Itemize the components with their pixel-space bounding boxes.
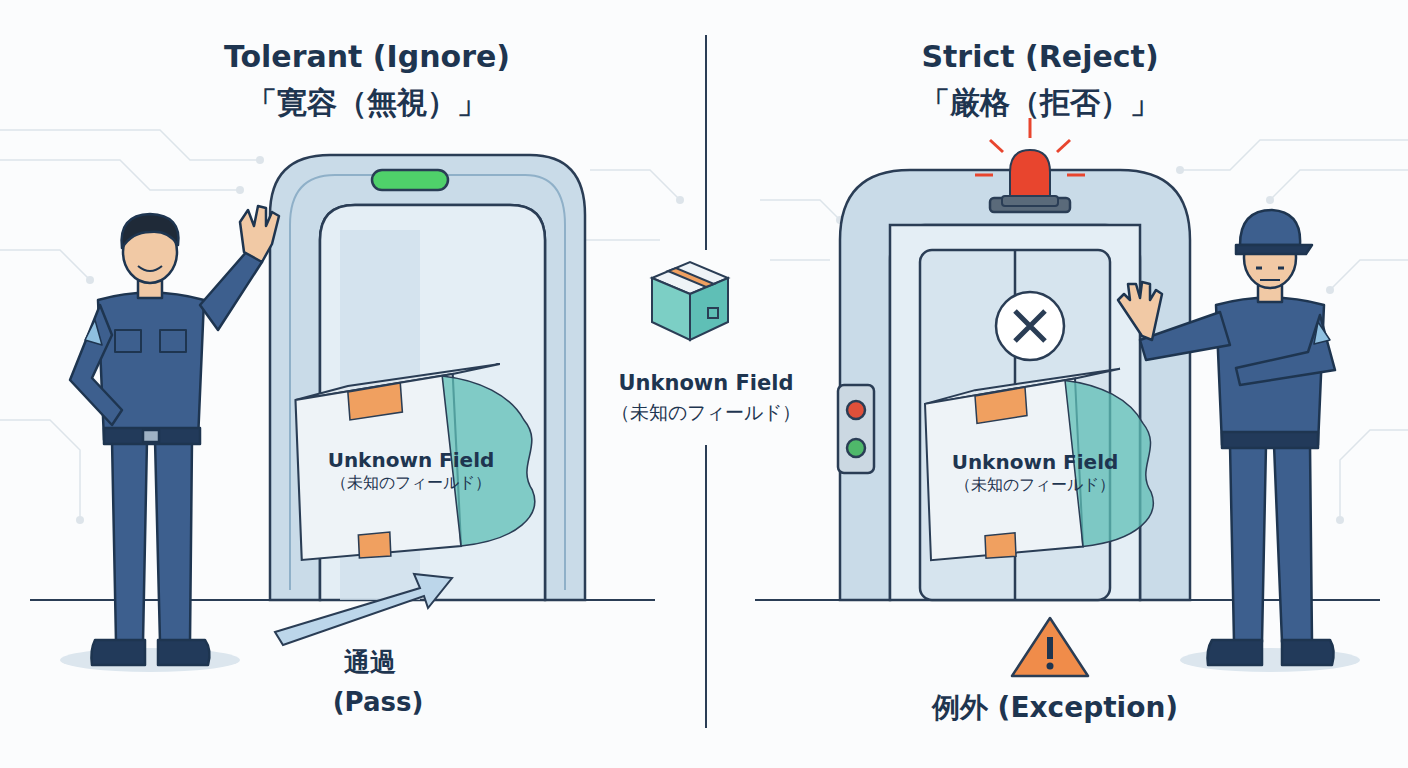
node-subtext: （未知のフィールド） bbox=[955, 475, 1115, 496]
caption-label: 例外 (Exception) bbox=[905, 692, 1205, 724]
caption-label: （未知のフィールド） bbox=[576, 402, 836, 424]
friendly-guard bbox=[60, 206, 279, 672]
caption-label: 通過 bbox=[310, 648, 430, 678]
caption-label: Strict (Reject) bbox=[860, 40, 1220, 75]
caption-label: Tolerant (Ignore) bbox=[187, 40, 547, 75]
package-box: Unknown Field（未知のフィールド） bbox=[285, 350, 547, 570]
package-box: Unknown Field（未知のフィールド） bbox=[915, 355, 1165, 570]
caption-label: (Pass) bbox=[318, 688, 438, 718]
open-gate bbox=[270, 155, 585, 600]
caption-label: Unknown Field bbox=[576, 371, 836, 395]
pass-arrow bbox=[275, 574, 452, 645]
strict-guard bbox=[1118, 210, 1360, 672]
package-tape bbox=[985, 533, 1016, 558]
package-tape bbox=[358, 532, 390, 558]
caption-label: 「厳格（拒否）」 bbox=[860, 86, 1220, 121]
package-tape bbox=[975, 387, 1027, 423]
warning-icon bbox=[1012, 618, 1088, 676]
divider bbox=[705, 35, 707, 250]
package-icon bbox=[652, 262, 728, 340]
divider bbox=[705, 445, 707, 728]
circuit-lines bbox=[0, 130, 1408, 520]
caption-label: 「寛容（無視）」 bbox=[187, 86, 547, 121]
node-heading: Unknown Field bbox=[952, 449, 1119, 475]
closed-gate bbox=[838, 170, 1190, 600]
package-tape bbox=[348, 383, 402, 420]
node-heading: Unknown Field bbox=[328, 447, 495, 473]
node-subtext: （未知のフィールド） bbox=[331, 473, 491, 494]
alarm-siren bbox=[975, 118, 1085, 206]
